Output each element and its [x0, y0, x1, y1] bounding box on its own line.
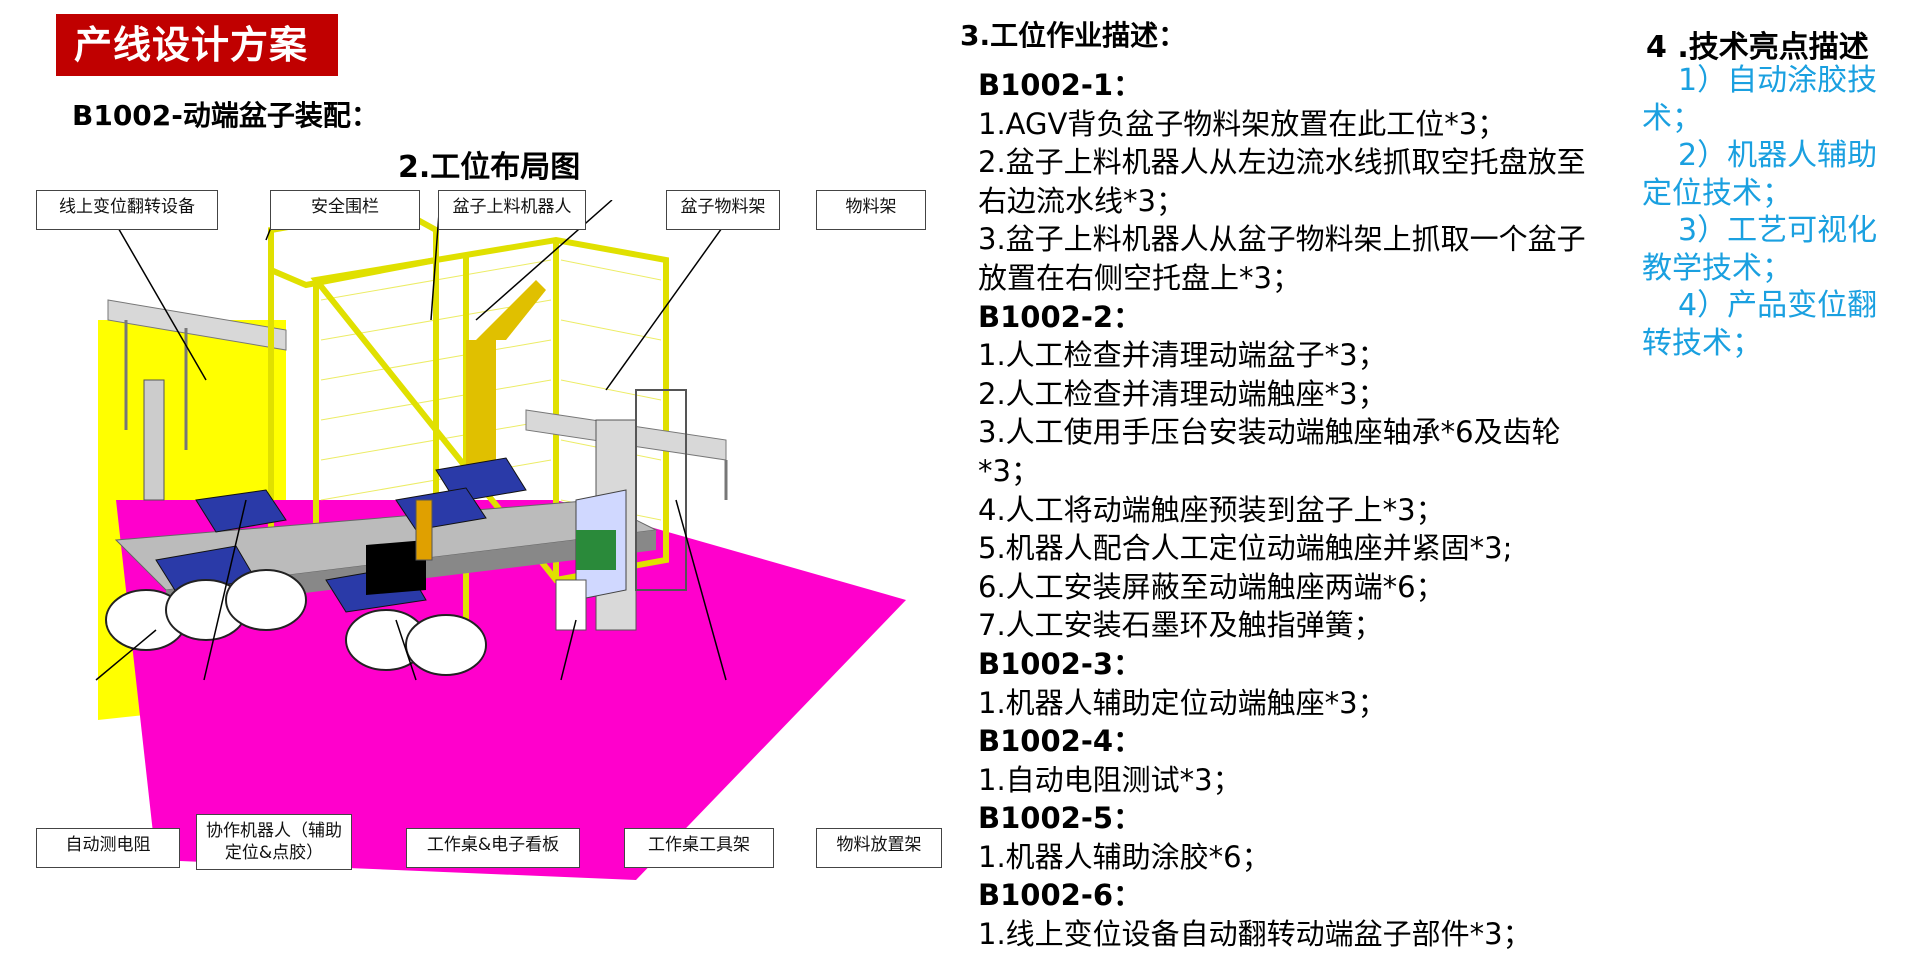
step-item: 2.盆子上料机器人从左边流水线抓取空托盘放至右边流水线*3； — [978, 145, 1586, 218]
step-item: 6.人工安装屏蔽至动端触座两端*6； — [978, 569, 1445, 604]
section-badge: 产线设计方案 — [56, 14, 338, 76]
group-code: B1002-1： — [978, 68, 1143, 102]
station-steps: B1002-1： 1.AGV背负盆子物料架放置在此工位*3； 2.盆子上料机器人… — [978, 66, 1598, 954]
step-item: 1.自动电阻测试*3； — [978, 762, 1242, 797]
station-layout-diagram: 线上变位翻转设备 安全围栏 盆子上料机器人 盆子物料架 物料架 自动测电阻 协作… — [36, 190, 956, 880]
callout-safety-fence: 安全围栏 — [270, 190, 420, 230]
group-code: B1002-2： — [978, 299, 1143, 334]
callout-loading-robot: 盆子上料机器人 — [438, 190, 586, 230]
group-code: B1002-5： — [978, 801, 1143, 836]
callout-basin-rack: 盆子物料架 — [666, 190, 780, 230]
tech-highlights: 1）自动涂胶技术； 2）机器人辅助定位技术； 3）工艺可视化教学技术； 4）产品… — [1642, 62, 1904, 362]
callout-flip-device: 线上变位翻转设备 — [36, 190, 218, 230]
callout-material-rack: 物料架 — [816, 190, 926, 230]
layout-title: 2.工位布局图 — [398, 150, 581, 185]
step-item: 3.盆子上料机器人从盆子物料架上抓取一个盆子放置在右侧空托盘上*3； — [978, 222, 1586, 295]
group-code: B1002-3： — [978, 646, 1143, 681]
step-item: 5.机器人配合人工定位动端触座并紧固*3; — [978, 531, 1513, 566]
section4-title: 4 .技术亮点描述 — [1646, 30, 1869, 65]
highlight-item: 1）自动涂胶技术； — [1642, 63, 1878, 136]
step-item: 1.AGV背负盆子物料架放置在此工位*3； — [978, 106, 1507, 141]
step-item: 1.线上变位设备自动翻转动端盆子部件*3； — [978, 917, 1532, 952]
step-item: 4.人工将动端触座预装到盆子上*3； — [978, 492, 1445, 527]
step-item: 2.人工检查并清理动端触座*3； — [978, 376, 1387, 411]
callout-workbench-tool-rack: 工作桌工具架 — [624, 828, 774, 868]
group-code: B1002-4： — [978, 724, 1143, 759]
step-item: 7.人工安装石墨环及触指弹簧； — [978, 608, 1383, 643]
step-item: 1.机器人辅助定位动端触座*3； — [978, 685, 1387, 720]
step-item: 3.人工使用手压台安装动端触座轴承*6及齿轮*3； — [978, 415, 1561, 488]
callout-cobot: 协作机器人（辅助定位&点胶） — [196, 814, 352, 870]
callout-material-place-rack: 物料放置架 — [816, 828, 942, 868]
highlight-item: 4）产品变位翻转技术； — [1642, 288, 1878, 361]
station-subtitle: B1002-动端盆子装配： — [72, 99, 379, 132]
group-code: B1002-6： — [978, 878, 1143, 913]
section3-title: 3.工位作业描述： — [960, 19, 1187, 52]
callout-workbench-board: 工作桌&电子看板 — [406, 828, 580, 868]
highlight-item: 3）工艺可视化教学技术； — [1642, 213, 1878, 286]
highlight-item: 2）机器人辅助定位技术； — [1642, 138, 1878, 211]
step-item: 1.机器人辅助涂胶*6； — [978, 839, 1271, 874]
callout-auto-resistance: 自动测电阻 — [36, 828, 180, 868]
step-item: 1.人工检查并清理动端盆子*3； — [978, 338, 1387, 373]
